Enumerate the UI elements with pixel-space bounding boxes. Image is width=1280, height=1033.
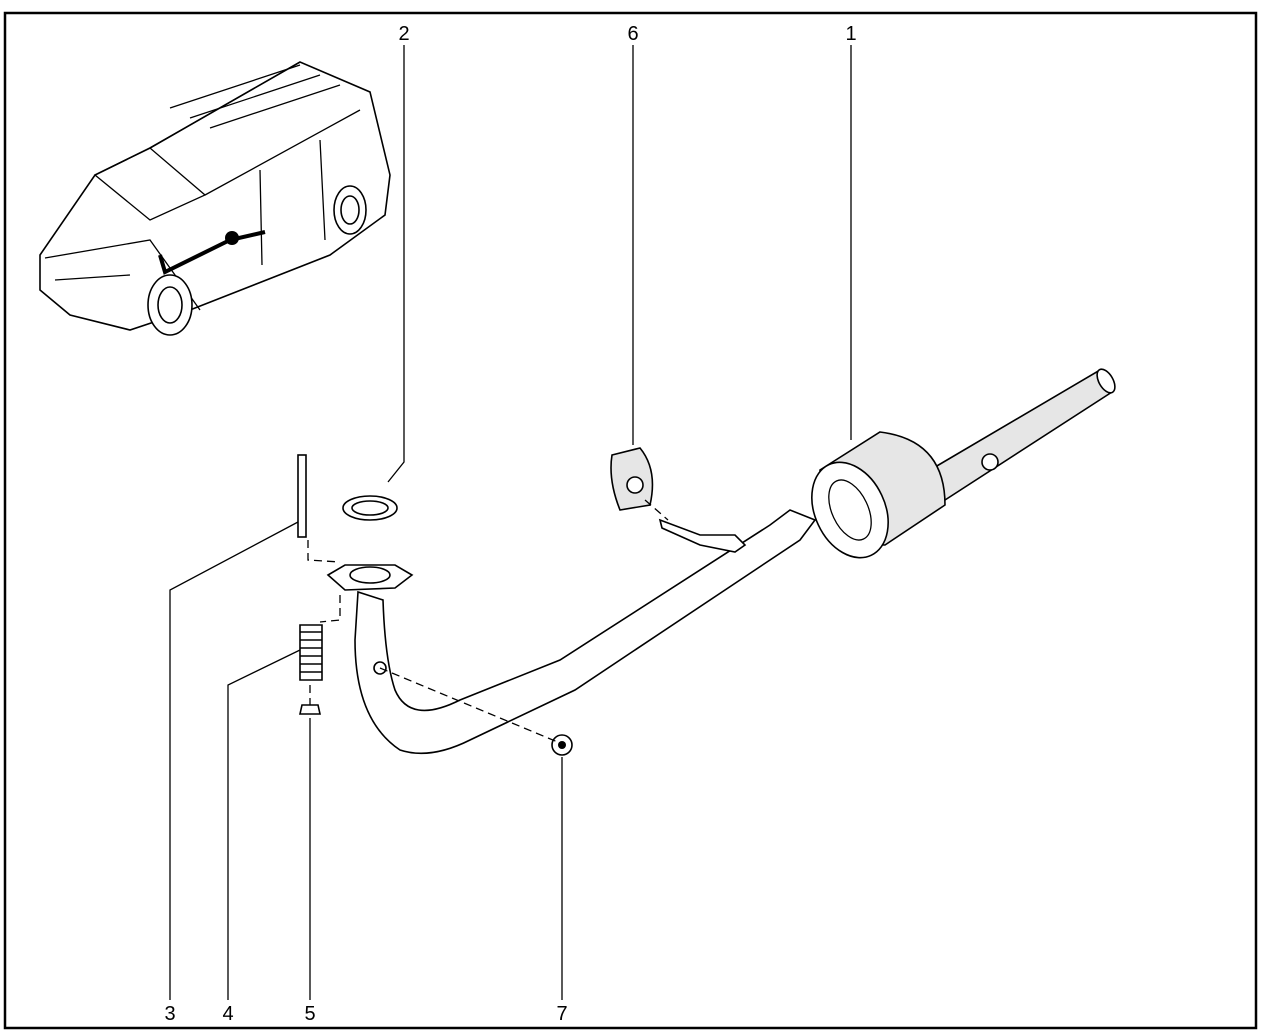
vehicle-illustration — [39, 61, 391, 336]
callout-6: 6 — [627, 23, 638, 45]
leader-lines — [169, 45, 852, 1000]
callout-2: 2 — [398, 23, 409, 45]
callout-4: 4 — [222, 1003, 233, 1025]
exhaust-pipe-catalyst — [326, 368, 1116, 755]
nut-part — [299, 704, 321, 715]
frame-border — [3, 11, 1258, 1030]
callout-7: 7 — [556, 1003, 567, 1025]
callout-1: 1 — [845, 23, 856, 45]
spring-part — [299, 624, 323, 681]
callout-5: 5 — [304, 1003, 315, 1025]
stud-part — [297, 454, 307, 538]
callout-3: 3 — [164, 1003, 175, 1025]
